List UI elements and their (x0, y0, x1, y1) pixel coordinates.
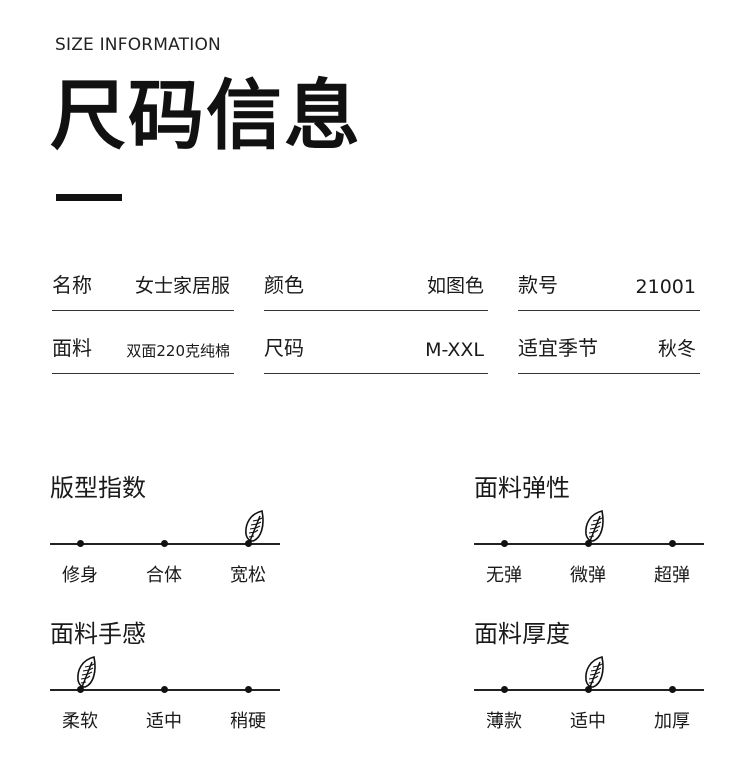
scale-option: 稍硬 (230, 711, 266, 732)
scale-dot (584, 540, 592, 547)
spec-name: 名称 女士家居服 (52, 273, 234, 311)
spec-label: 名称 (52, 273, 92, 297)
scale-title: 面料厚度 (474, 620, 570, 648)
scale-dot (160, 540, 168, 547)
spec-value: 21001 (635, 276, 696, 298)
scale-dot (500, 686, 508, 693)
spec-value: 如图色 (426, 275, 484, 297)
spec-season: 适宜季节 秋冬 (518, 336, 700, 374)
scale-dot (160, 686, 168, 693)
scale-elasticity: 面料弹性无弹 微弹 超弹 (474, 468, 704, 588)
scale-title: 面料弹性 (474, 474, 570, 502)
scale-dot (76, 540, 84, 547)
scale-dot (500, 540, 508, 547)
spec-label: 尺码 (264, 336, 304, 360)
scale-option: 修身 (62, 565, 98, 586)
spec-label: 面料 (52, 336, 92, 360)
spec-label: 颜色 (264, 273, 304, 297)
scale-fit: 版型指数修身 合体 宽松 (50, 468, 280, 588)
scale-title: 版型指数 (50, 474, 146, 502)
scale-hand-feel: 面料手感柔软 适中 稍硬 (50, 614, 280, 734)
spec-value: M-XXL (425, 339, 484, 361)
scale-option: 微弹 (570, 565, 606, 586)
title-underline (56, 194, 122, 201)
spec-label: 适宜季节 (518, 336, 598, 360)
spec-style-no: 款号 21001 (518, 273, 700, 311)
scale-option: 适中 (146, 711, 182, 732)
scale-option: 超弹 (654, 565, 690, 586)
scale-option: 宽松 (230, 565, 266, 586)
spec-value: 秋冬 (657, 338, 696, 360)
spec-color: 颜色 如图色 (264, 273, 488, 311)
scale-option: 合体 (146, 565, 182, 586)
scale-title: 面料手感 (50, 620, 146, 648)
scale-option: 柔软 (62, 711, 98, 732)
scale-option: 无弹 (486, 565, 522, 586)
page-title: 尺码信息 (50, 71, 362, 160)
scale-option: 加厚 (654, 711, 690, 732)
spec-value: 双面220克纯棉 (126, 342, 230, 360)
scale-dot (244, 686, 252, 693)
spec-label: 款号 (518, 273, 558, 297)
scale-option: 适中 (570, 711, 606, 732)
spec-value: 女士家居服 (134, 275, 230, 297)
scale-option: 薄款 (486, 711, 522, 732)
scale-dot (668, 540, 676, 547)
scale-thickness: 面料厚度薄款 适中 加厚 (474, 614, 704, 734)
scale-dot (244, 540, 252, 547)
subtitle: SIZE INFORMATION (55, 35, 221, 55)
spec-size: 尺码 M-XXL (264, 336, 488, 374)
feather-icon (585, 510, 604, 547)
scale-dot (76, 686, 84, 693)
spec-fabric: 面料 双面220克纯棉 (52, 336, 234, 374)
scale-dot (584, 686, 592, 693)
scale-dot (668, 686, 676, 693)
